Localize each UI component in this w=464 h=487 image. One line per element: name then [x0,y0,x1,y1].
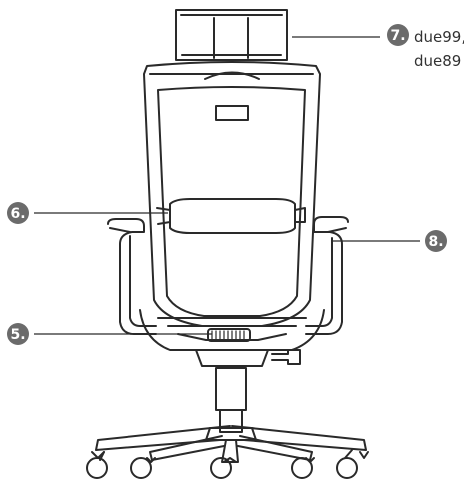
callout-number-6: 6. [10,206,25,222]
casters [86,449,369,479]
gas-lift [215,367,247,433]
headrest [175,9,288,61]
headrest-mount [204,71,260,80]
caster-1 [86,457,108,479]
callout-seat-mechanism: 5. [7,323,212,345]
lumbar-support [156,198,306,234]
left-armrest [107,218,157,335]
backrest-frame [143,61,321,327]
office-chair-illustration [86,9,369,479]
callout-armrest: 8. [332,230,447,252]
callout-headrest: 7. due99, due89 [292,24,464,70]
callout-number-8: 8. [428,234,443,250]
callout-backrest: 6. [7,202,168,224]
caster-5 [336,457,358,479]
right-armrest [305,216,349,335]
callout-text-headrest-line1: due99, [414,28,464,46]
seat-mechanism [139,309,325,367]
callout-badge-6 [7,202,29,224]
caster-3 [210,457,232,479]
caster-2 [130,457,152,479]
callout-number-7: 7. [390,28,405,44]
callout-badge-7 [387,24,409,46]
callout-text-headrest-line2: due89 [414,52,461,70]
callout-badge-8 [425,230,447,252]
callout-badge-5 [7,323,29,345]
caster-4 [291,457,313,479]
callout-number-5: 5. [10,327,25,343]
